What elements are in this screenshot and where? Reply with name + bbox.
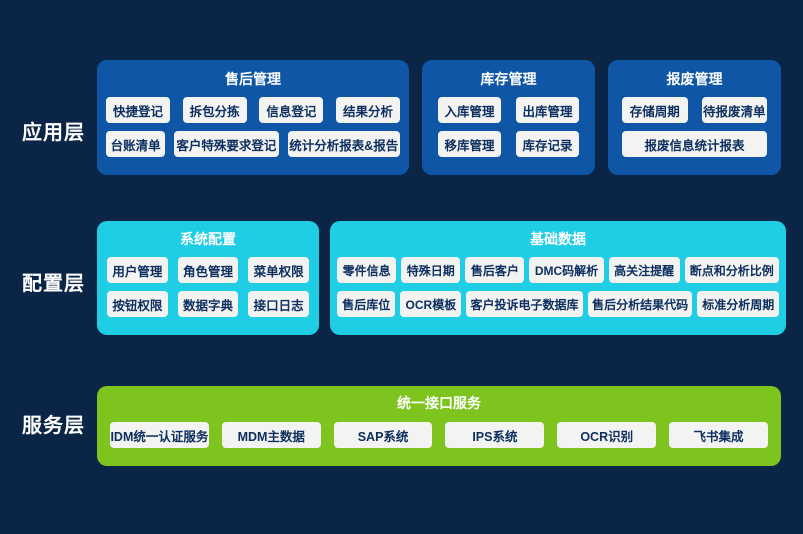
button-row: 入库管理出库管理 [438,97,579,123]
button-row: 移库管理库存记录 [438,131,579,157]
button-row: 报废信息统计报表 [622,131,767,157]
group-title: 报废管理 [666,71,723,87]
group-after-sales-management: 售后管理 快捷登记拆包分拣信息登记结果分析 台账清单客户特殊要求登记统计分析报表… [97,60,409,175]
group-unified-interface-service: 统一接口服务 IDM统一认证服务 MDM主数据 SAP系统 IPS系统 OCR识别飞书集… [97,386,781,466]
module-button[interactable]: 客户特殊要求登记 [174,131,279,157]
module-button[interactable]: 出库管理 [516,97,579,123]
module-button[interactable]: 菜单权限 [248,257,310,283]
module-button[interactable]: 统计分析报表&报告 [287,131,400,157]
button-row: 台账清单客户特殊要求登记统计分析报表&报告 [106,131,400,157]
layer-label-application: 应用层 [22,122,85,144]
module-button[interactable]: 售后客户 [465,257,525,283]
module-button[interactable]: 拆包分拣 [182,97,247,123]
button-row: 存储周期待报废清单 [622,97,767,123]
button-row: 快捷登记拆包分拣信息登记结果分析 [106,97,400,123]
group-title: 库存管理 [480,71,537,87]
module-button[interactable]: 台账清单 [106,131,166,157]
module-button[interactable]: 入库管理 [438,97,501,123]
module-button[interactable]: 数据字典 [177,291,239,317]
button-row: IDM统一认证服务 MDM主数据 SAP系统 IPS系统 OCR识别飞书集成 [110,422,768,448]
module-button[interactable]: 报废信息统计报表 [622,131,767,157]
group-scrap-management: 报废管理 存储周期待报废清单 报废信息统计报表 [608,60,781,175]
layer-label-configuration: 配置层 [22,273,85,295]
module-button[interactable]: 飞书集成 [669,422,768,448]
module-button[interactable]: IPS系统 [445,422,545,448]
module-button[interactable]: 零件信息 [337,257,397,283]
module-button[interactable]: 信息登记 [259,97,324,123]
group-title: 基础数据 [530,231,586,247]
module-button[interactable]: 断点和分析比例 [684,257,780,283]
layer-label-service: 服务层 [22,415,85,437]
module-button[interactable]: 按钮权限 [107,291,168,317]
module-button[interactable]: 待报废清单 [701,97,767,123]
group-title: 统一接口服务 [397,395,481,411]
module-button[interactable]: 快捷登记 [106,97,171,123]
module-button[interactable]: SAP系统 [333,422,433,448]
module-button[interactable]: 结果分析 [335,97,400,123]
module-button[interactable]: 接口日志 [248,291,310,317]
module-button[interactable]: IDM统一认证服务 [110,422,209,448]
module-button[interactable]: MDM主数据 [221,422,321,448]
module-button[interactable]: 标准分析周期 [697,291,779,317]
module-button[interactable]: DMC码解析 [529,257,604,283]
module-button[interactable]: 售后分析结果代码 [587,291,693,317]
group-system-configuration: 系统配置 用户管理角色管理菜单权限 按钮权限数据字典接口日志 [97,221,319,335]
module-button[interactable]: 存储周期 [622,97,688,123]
button-row: 按钮权限数据字典接口日志 [107,291,310,317]
module-button[interactable]: 客户投诉电子数据库 [466,291,583,317]
module-button[interactable]: 角色管理 [177,257,239,283]
module-button[interactable]: 库存记录 [516,131,579,157]
module-button[interactable]: 特殊日期 [401,257,461,283]
group-title: 系统配置 [180,231,236,247]
module-button[interactable]: OCR模板 [400,291,462,317]
module-button[interactable]: OCR识别 [557,422,657,448]
group-title: 售后管理 [225,71,281,87]
module-button[interactable]: 移库管理 [438,131,501,157]
group-inventory-management: 库存管理 入库管理出库管理 移库管理库存记录 [422,60,595,175]
module-button[interactable]: 售后库位 [337,291,396,317]
module-button[interactable]: 高关注提醒 [608,257,680,283]
button-row: 用户管理角色管理菜单权限 [107,257,310,283]
module-button[interactable]: 用户管理 [107,257,168,283]
